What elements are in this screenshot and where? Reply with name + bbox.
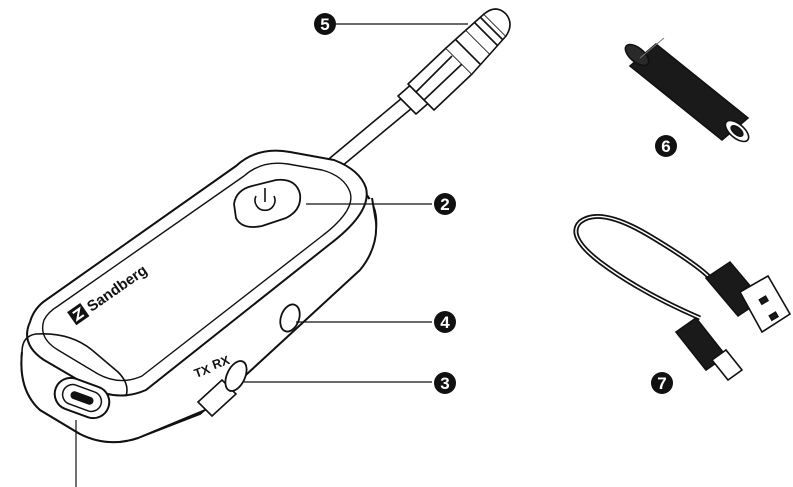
power-icon (254, 195, 276, 212)
tx-rx-switch (196, 360, 248, 418)
usb-c-connector (674, 316, 744, 382)
callout-6: 6 (655, 135, 677, 157)
callout-3: 3 (434, 372, 456, 394)
svg-text:5: 5 (320, 15, 329, 34)
rx-label: RX (210, 353, 232, 372)
svg-text:2: 2 (440, 195, 449, 214)
callout-leaders (75, 23, 468, 487)
audio-jack-plug (317, 8, 511, 177)
svg-text:6: 6 (661, 137, 670, 156)
tx-rx-labels: TX RX (192, 353, 232, 381)
audio-adapter (624, 37, 750, 143)
svg-text:3: 3 (440, 374, 449, 393)
usb-c-port (53, 376, 111, 420)
callout-7: 7 (651, 372, 673, 394)
tx-label: TX (192, 362, 212, 381)
callout-4: 4 (434, 311, 456, 333)
power-button (233, 178, 302, 228)
svg-text:4: 4 (440, 313, 450, 332)
aux-port (279, 303, 301, 333)
usb-cable (573, 213, 792, 382)
usb-a-connector (704, 260, 792, 334)
svg-text:7: 7 (657, 374, 666, 393)
callout-5: 5 (314, 13, 336, 35)
callout-2: 2 (434, 193, 456, 215)
